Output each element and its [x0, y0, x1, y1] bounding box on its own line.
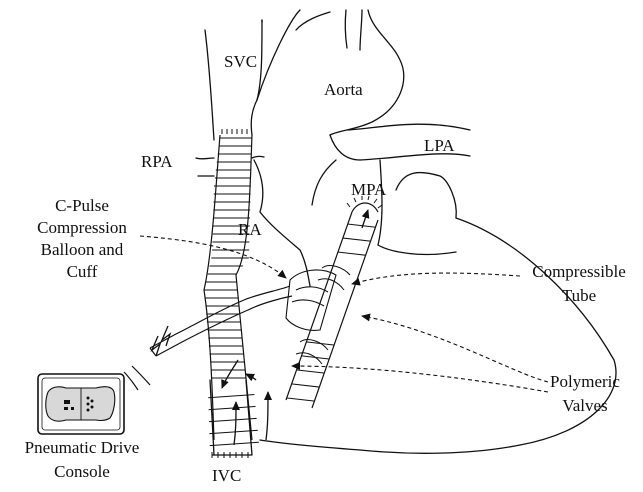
console-label-line: Console [0, 462, 164, 482]
compressible-label-line: Compressible [520, 262, 638, 282]
compressible-callout [352, 273, 520, 284]
cpulse-label: C-Pulse Compression Balloon and Cuff [20, 196, 144, 282]
callout-arrows [140, 236, 548, 392]
cpulse-label-line: Cuff [20, 262, 144, 282]
rpa-vessel [196, 158, 214, 159]
rpa-label: RPA [141, 152, 173, 172]
console-device [38, 374, 124, 434]
polymeric-valves-label: Polymeric Valves [535, 372, 635, 416]
aorta-vessel [257, 10, 300, 100]
console-label-line: Pneumatic Drive [0, 438, 164, 458]
svc-vessel [205, 30, 214, 140]
ventricle-outline [260, 218, 616, 453]
cpulse-label-line: Balloon and [20, 240, 144, 260]
svc-label: SVC [224, 52, 257, 72]
console-label: Pneumatic Drive Console [0, 438, 164, 482]
polymeric-label-line: Polymeric [535, 372, 635, 392]
cpulse-label-line: Compression [20, 218, 144, 238]
lpa-label: LPA [424, 136, 455, 156]
polymeric-label-line: Valves [535, 396, 635, 416]
mpa-label: MPA [351, 180, 386, 200]
cpulse-label-line: C-Pulse [20, 196, 144, 216]
compressible-label-line: Tube [520, 286, 638, 306]
compressible-tube-label: Compressible Tube [520, 262, 638, 306]
valve-callout-lower [292, 366, 548, 392]
driveline [124, 286, 292, 390]
ivc-label: IVC [212, 466, 241, 486]
ra-label: RA [238, 220, 262, 240]
aorta-label: Aorta [324, 80, 363, 100]
valve-callout-upper [362, 316, 548, 382]
ra-outline [254, 160, 310, 286]
mpa-vessel [330, 135, 360, 160]
